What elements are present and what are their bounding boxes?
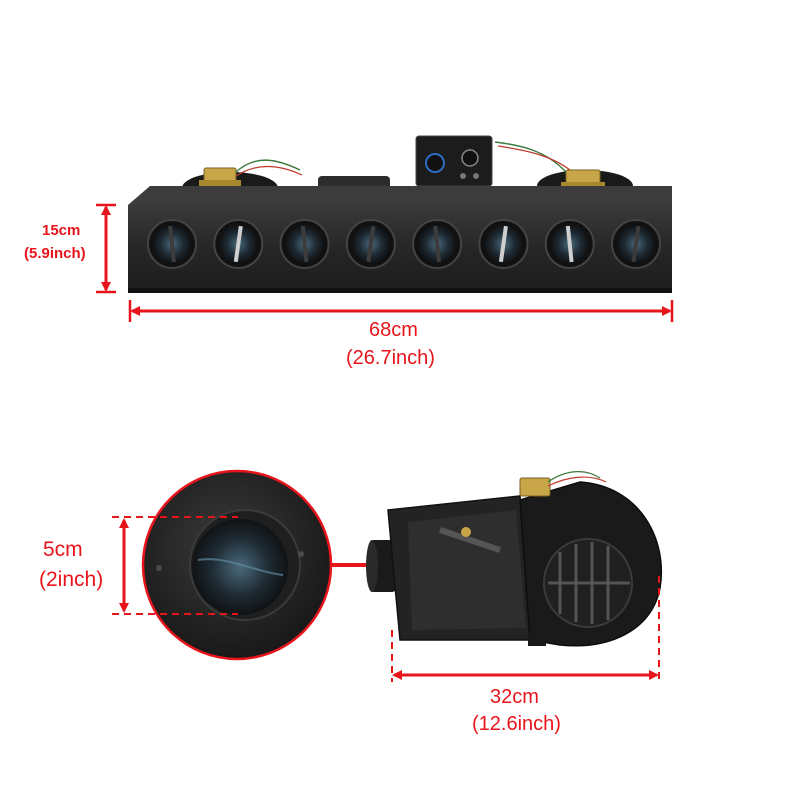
side-relay xyxy=(519,477,551,497)
fan-speed-knob-icon xyxy=(461,149,479,167)
heater-box-top-face xyxy=(128,186,672,205)
screw-icon xyxy=(473,173,479,179)
length-label-metric: 68cm xyxy=(369,319,418,341)
air-vent-icon xyxy=(478,219,529,269)
screw-icon xyxy=(156,565,162,571)
temperature-knob-icon xyxy=(425,153,445,173)
air-vent-icon xyxy=(147,219,197,269)
vent-opening xyxy=(192,519,288,615)
depth-label-metric: 32cm xyxy=(490,686,539,708)
vent-closeup xyxy=(141,469,366,661)
depth-label-imperial: (12.6inch) xyxy=(472,713,561,735)
air-vent-icon xyxy=(345,219,396,269)
air-vent-icon xyxy=(544,219,595,269)
bracket xyxy=(439,527,501,553)
heater-unit-side-view xyxy=(366,471,662,647)
vent-diameter-label-imperial: (2inch) xyxy=(39,568,104,591)
fan-guard-icon xyxy=(548,542,630,624)
air-vent-icon xyxy=(279,219,330,269)
length-label-imperial: (26.7inch) xyxy=(346,347,435,369)
heater-unit-front-view xyxy=(128,135,672,293)
air-vent-icon xyxy=(611,219,661,269)
air-vent-icon xyxy=(213,219,264,269)
height-label-imperial: (5.9inch) xyxy=(24,245,86,262)
depth-dimension-marker xyxy=(391,576,660,682)
vent-diameter-label-metric: 5cm xyxy=(43,538,83,561)
screw-icon xyxy=(460,173,466,179)
heater-box-bottom-edge xyxy=(128,288,672,293)
length-dimension-marker xyxy=(128,300,674,322)
left-relay xyxy=(199,159,303,191)
screw-icon xyxy=(298,551,304,557)
vent-diameter-dimension-marker xyxy=(112,516,238,615)
brass-fitting-icon xyxy=(461,527,471,537)
air-vent-icon xyxy=(412,219,463,269)
height-dimension-marker xyxy=(96,203,116,294)
height-label-metric: 15cm xyxy=(42,222,81,239)
vent-row xyxy=(147,219,661,269)
control-panel xyxy=(415,135,493,187)
side-box-panel xyxy=(408,510,526,630)
